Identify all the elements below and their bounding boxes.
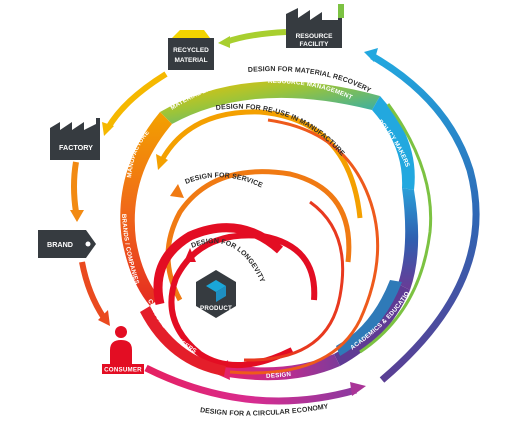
recycle-bin-icon: [172, 30, 210, 38]
flow-arc-left: [71, 161, 79, 213]
flow-arc-right: [370, 52, 480, 383]
brand-node: BRAND: [38, 230, 96, 258]
brand-label: BRAND: [47, 240, 73, 249]
consumer-node: CONSUMER: [102, 326, 144, 374]
band-consumers: [140, 306, 226, 376]
factory-icon: [50, 118, 100, 160]
arrow-head-top: [218, 36, 230, 48]
loop-spiral-outer: [359, 103, 433, 354]
product-label: PRODUCT: [200, 305, 232, 312]
resource-facility-label-1: RESOURCE: [296, 33, 334, 40]
consumer-label: CONSUMER: [104, 367, 142, 374]
band-right-top: [372, 96, 415, 190]
loop-longevity: [168, 232, 318, 369]
factory-label: FACTORY: [59, 143, 93, 152]
band-label-investors: INVESTORS: [416, 197, 426, 235]
recycled-material-label-2: MATERIAL: [174, 57, 207, 64]
band-right: [398, 188, 419, 290]
arrow-head-service: [170, 184, 184, 198]
arrow-head-longevity: [184, 248, 196, 262]
arrow-head-lower-left: [98, 310, 110, 326]
arrow-head-left: [70, 210, 84, 222]
loop-spiral-inner: [243, 200, 345, 362]
factory-icon: [286, 6, 342, 48]
recycled-material-node: RECYCLED MATERIAL: [168, 30, 214, 70]
recycled-material-label-1: RECYCLED: [173, 47, 209, 54]
loop-label-service: DESIGN FOR SERVICE: [184, 172, 263, 189]
flow-arc-bottom: [144, 364, 357, 405]
band-label-influencers: INFLUENCERS: [450, 207, 461, 254]
loop-inner: [153, 223, 284, 305]
band-academics: [336, 280, 402, 356]
flow-arc-upper-left: [105, 71, 168, 130]
flow-arc-lower-left: [79, 261, 107, 320]
loop-label-longevity: DESIGN FOR LONGEVITY: [190, 238, 265, 284]
arrow-head-right: [364, 48, 378, 62]
resource-facility-node: RESOURCE FACILITY: [286, 4, 344, 48]
factory-node: FACTORY: [50, 118, 100, 160]
flow-arc-top: [224, 29, 287, 45]
band-left: [120, 112, 172, 306]
product-node: PRODUCT: [196, 270, 236, 318]
arrow-head-bottom: [350, 382, 366, 396]
person-icon: [115, 326, 127, 338]
arrow-head-upper-left: [102, 122, 114, 136]
band-upper: [160, 81, 380, 124]
tag-icon: [38, 230, 96, 258]
loop-spiral-right: [229, 118, 380, 375]
arrow-head-reuse: [156, 154, 168, 170]
loop-reuse: [159, 109, 363, 219]
resource-facility-label-2: FACILITY: [300, 41, 330, 48]
loop-label-circular-economy: DESIGN FOR A CIRCULAR ECONOMY: [200, 403, 330, 417]
band-label-design: DESIGN: [266, 371, 292, 380]
